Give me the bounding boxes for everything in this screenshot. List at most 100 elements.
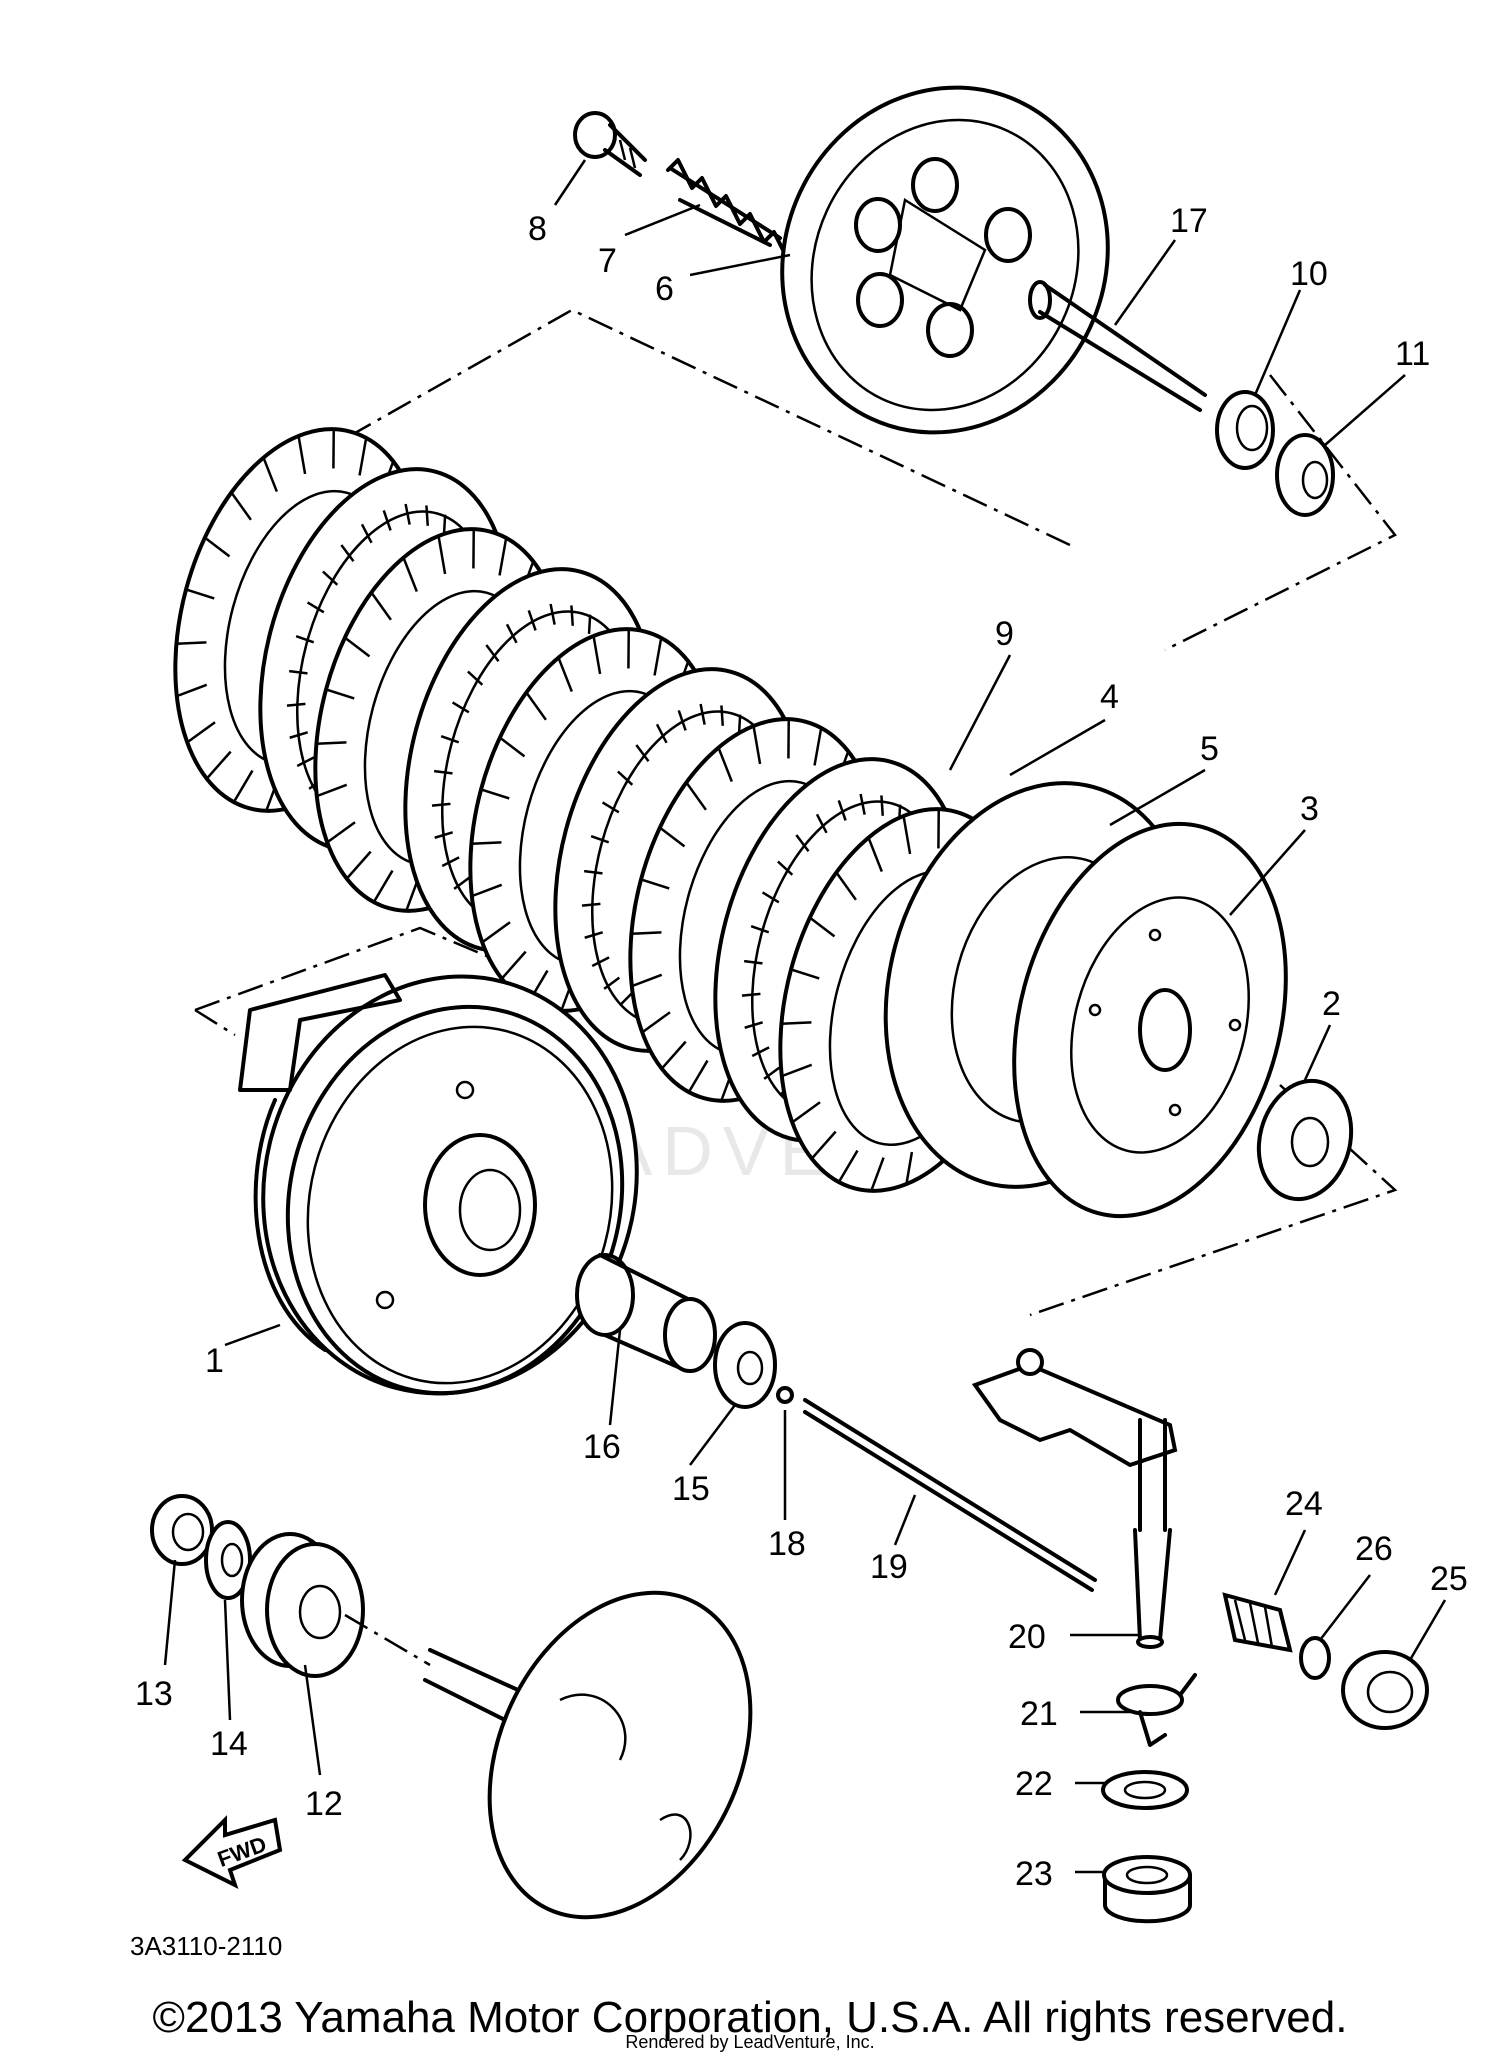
part-23-oil-seal [1102,1855,1192,1924]
callout-2: 2 [1322,985,1341,1023]
callout-3: 3 [1300,790,1319,828]
plate-tooth [322,570,339,586]
plate-tooth [557,657,573,693]
callout-24: 24 [1285,1485,1323,1523]
callout-13: 13 [135,1675,173,1713]
plate-tooth [902,815,912,855]
part-24-adjust-screw [1222,1592,1293,1653]
plate-tooth [262,457,278,493]
plate-tooth [581,902,601,907]
plate-tooth [505,623,518,644]
plate-tooth [404,503,411,525]
callout-4: 4 [1100,678,1119,716]
plate-tooth [763,1066,781,1080]
part-1-clutch-housing [238,973,639,1396]
part-2-thrust-washer [1256,1078,1354,1202]
plate-tooth [870,1157,885,1192]
plate-tooth [232,769,254,803]
plate-tooth [640,878,670,890]
crankshaft-phantom [344,1590,753,1920]
part-3-clutch-boss [883,781,1288,1219]
plate-tooth [358,437,368,476]
plate-tooth [601,801,620,814]
plate-tooth [325,688,355,700]
plate-tooth [306,601,325,614]
callout-9: 9 [995,615,1014,653]
plate-tooth [570,605,574,626]
plate-tooth [382,510,392,531]
callout-22: 22 [1015,1765,1053,1803]
part-22-washer [1101,1770,1189,1810]
plate-tooth [761,891,780,904]
plate-tooth [795,834,810,853]
part-18-ball [776,1386,794,1404]
plate-tooth [685,781,707,811]
callout-19: 19 [870,1548,908,1586]
plate-tooth [699,703,706,725]
fwd-arrow-icon: FWD [181,1815,283,1889]
plate-tooth [425,505,429,526]
plate-tooth [480,788,510,800]
plate-tooth [659,826,686,848]
plate-tooth [720,705,724,726]
plate-tooth [297,435,307,475]
callout-17: 17 [1170,202,1208,240]
callout-21: 21 [1020,1695,1058,1733]
part-25-nut [1341,1650,1429,1730]
plate-tooth [591,956,610,968]
plate-tooth [434,769,453,775]
plate-tooth [372,869,394,903]
plate-tooth [230,491,252,521]
plate-tooth [471,883,503,898]
plate-tooth [781,1063,813,1078]
plate-tooth [905,1151,914,1185]
callout-7: 7 [598,242,617,280]
callout-25: 25 [1430,1560,1468,1598]
plate-tooth [592,635,602,675]
part-8-bolt [573,111,647,177]
plate-tooth [500,950,527,980]
plate-tooth [402,557,418,593]
callout-10: 10 [1290,255,1328,293]
plate-tooth [677,710,687,731]
plate-tooth [345,850,372,880]
plate-tooth [618,991,634,1007]
plate-tooth [205,750,232,780]
plate-tooth [641,1011,671,1034]
plate-tooth [295,635,315,644]
plate-tooth [751,1046,770,1058]
plate-tooth [781,1021,812,1026]
plate-tooth [777,860,794,876]
plate-tooth [467,670,484,686]
plate-tooth [431,802,451,807]
plate-tooth [635,744,650,763]
plate-tooth [590,835,610,844]
copyright-notice: ©2013 Yamaha Motor Corporation, U.S.A. A… [152,1993,1348,2042]
plate-tooth [441,856,460,868]
plate-tooth [835,871,857,901]
part-17-push-rod [1028,280,1207,412]
plate-tooth [434,831,454,839]
plate-tooth [453,876,471,890]
plate-tooth [370,591,392,621]
leader-lines [163,159,1447,1874]
plate-tooth [360,523,373,544]
plate-tooth [587,614,592,634]
plate-tooth [340,544,355,563]
plate-tooth [791,1101,821,1124]
plate-tooth [660,1040,687,1070]
plate-tooth [296,756,315,768]
part-15-washer [713,1321,777,1409]
plate-tooth [316,783,348,798]
plate-tooth [204,536,231,558]
plate-tooth [289,669,308,675]
plate-tooth [655,723,668,744]
callouts: 8 7 6 17 10 11 9 4 5 3 2 1 16 15 18 19 2… [135,202,1468,1893]
plate-tooth [499,736,526,758]
callout-18: 18 [768,1525,806,1563]
part-11-washer [1275,433,1335,517]
plate-tooth [471,841,502,846]
plate-tooth [790,968,820,980]
plate-tooth [442,514,447,534]
part-21-spring [1116,1673,1197,1747]
